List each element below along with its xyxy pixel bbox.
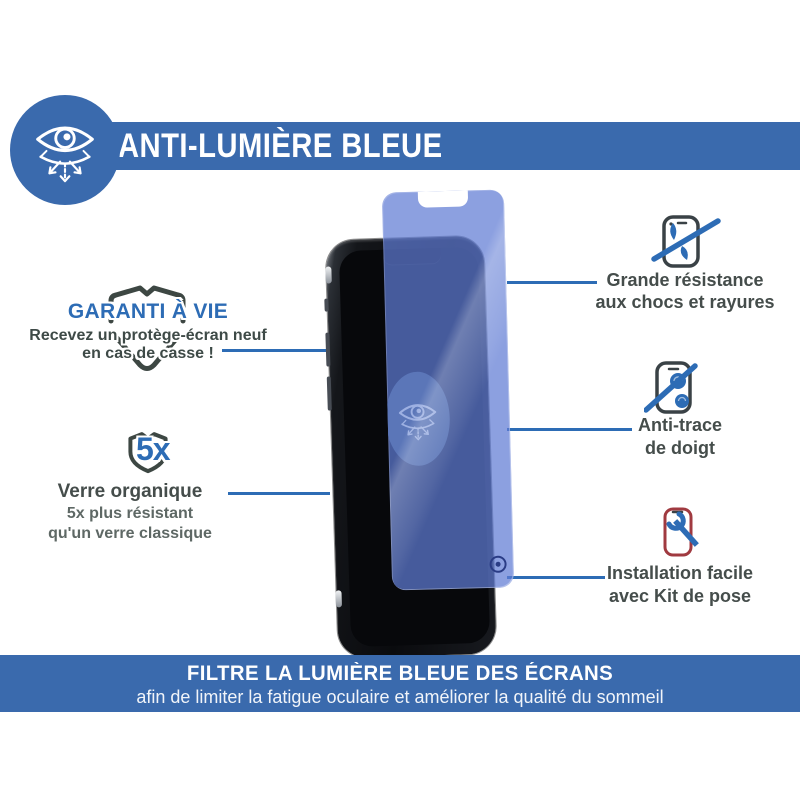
shield-5x-icon: [128, 432, 168, 474]
volume-down-button: [326, 376, 332, 411]
phone-scratch-slash-icon: [651, 215, 721, 268]
warranty-line2: en cas de casse !: [82, 345, 214, 362]
feature-installation-line2: avec Kit de pose: [608, 586, 752, 606]
eye-blue-light-icon: [36, 126, 94, 183]
connector-line-antitrace: [507, 428, 632, 431]
top-banner-bar: [62, 122, 800, 170]
connector-line-glass: [228, 492, 330, 495]
connector-line-warranty: [222, 349, 330, 352]
bottom-banner-subtitle: afin de limiter la fatigue oculaire et a…: [136, 687, 664, 707]
volume-up-button: [325, 332, 331, 367]
connector-line-resistance: [507, 281, 597, 284]
mute-switch: [324, 298, 329, 312]
phone-wrench-icon: [663, 507, 699, 557]
frame-highlight: [325, 266, 332, 284]
protector-notch-cutout: [417, 190, 469, 208]
shield-outline-icon: [108, 285, 186, 371]
glass-5x-badge: 5x: [136, 431, 171, 467]
glass-line2: qu'un verre classique: [48, 525, 212, 542]
feature-resistance-line2: aux chocs et rayures: [595, 292, 775, 312]
bottom-banner-title: FILTRE LA LUMIÈRE BLEUE DES ÉCRANS: [186, 662, 614, 685]
feature-resistance-line1: Grande résistance: [606, 270, 764, 290]
warranty-line1: Recevez un protège-écran neuf: [29, 327, 267, 344]
frame-highlight: [335, 590, 342, 608]
warranty-title: GARANTI À VIE: [67, 300, 229, 323]
feature-antitrace-line2: de doigt: [645, 438, 715, 458]
phone-fingerprint-slash-icon: [644, 361, 698, 414]
eye-blue-light-icon: [398, 404, 437, 441]
brand-gem-icon: [489, 555, 507, 573]
connector-line-installation: [507, 576, 605, 579]
glass-line1: 5x plus résistant: [66, 505, 194, 522]
screen-protector-glass: [381, 189, 515, 591]
feature-antitrace-line1: Anti-trace: [637, 415, 722, 435]
protector-eye-logo-circle: [384, 370, 451, 467]
top-banner-circle: [10, 95, 120, 205]
bottom-banner: FILTRE LA LUMIÈRE BLEUE DES ÉCRANS afin …: [0, 655, 800, 712]
glass-title: Verre organique: [57, 481, 203, 502]
top-banner-title: ANTI-LUMIÈRE BLEUE: [118, 127, 443, 165]
feature-installation-line1: Installation facile: [606, 563, 754, 583]
